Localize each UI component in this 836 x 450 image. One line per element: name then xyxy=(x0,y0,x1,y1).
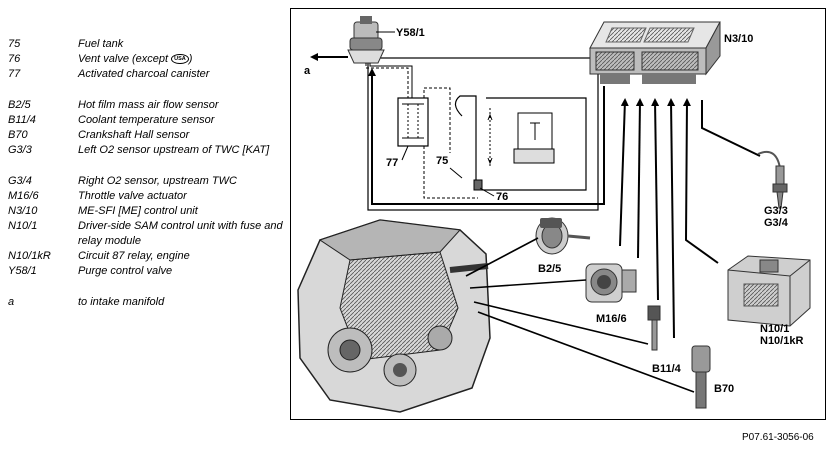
legend-text: Coolant temperature sensor xyxy=(78,114,215,126)
legend-text: Purge control valve xyxy=(78,265,173,277)
vent-valve-76 xyxy=(473,179,483,191)
throttle-actuator-m16-6 xyxy=(585,263,637,303)
engine-illustration xyxy=(297,219,491,413)
leader-75 xyxy=(449,167,463,179)
legend-code: B11/4 xyxy=(8,114,36,126)
coolant-sensor-b11-4 xyxy=(647,305,661,351)
legend-code: N10/1 xyxy=(8,220,38,232)
leader-77 xyxy=(401,145,409,161)
legend-code: B2/5 xyxy=(8,99,31,111)
legend-text: Vent valve (except xyxy=(78,53,169,65)
charcoal-canister-77 xyxy=(397,97,429,147)
signal-lines xyxy=(368,68,761,339)
legend-text: Fuel tank xyxy=(78,38,124,50)
legend-code: 77 xyxy=(8,68,21,80)
legend-code: Y58/1 xyxy=(8,265,37,277)
sam-control-unit-n10-1 xyxy=(727,255,811,327)
legend-text: to intake manifold xyxy=(78,296,165,308)
legend-code: N3/10 xyxy=(8,205,38,217)
label-m16-6: M16/6 xyxy=(596,313,627,325)
legend-text-wrap: Vent valve (except USA) xyxy=(78,52,283,67)
legend-code: a xyxy=(8,296,15,308)
legend-code: B70 xyxy=(8,129,28,141)
legend-text: Circuit 87 relay, engine xyxy=(78,250,190,262)
label-b70: B70 xyxy=(714,383,734,395)
label-77: 77 xyxy=(386,157,398,169)
legend-text: Throttle valve actuator xyxy=(78,190,187,202)
label-a: a xyxy=(304,65,311,77)
legend-text: Driver-side SAM control unit with fuse a… xyxy=(78,220,283,247)
label-g3-3: G3/3 xyxy=(764,205,788,217)
legend-text: Crankshaft Hall sensor xyxy=(78,129,190,141)
control-unit-n3-10 xyxy=(589,21,721,84)
label-76: 76 xyxy=(496,191,508,203)
legend-text: ME-SFI [ME] control unit xyxy=(78,205,198,217)
label-n10-1: N10/1 xyxy=(760,323,789,335)
figure-reference: P07.61-3056-06 xyxy=(742,432,814,443)
label-b2-5: B2/5 xyxy=(538,263,561,275)
legend-code: G3/3 xyxy=(8,144,32,156)
legend-code: N10/1kR xyxy=(8,250,51,262)
legend-text: Right O2 sensor, upstream TWC xyxy=(78,175,237,187)
label-n10-1kr: N10/1kR xyxy=(760,335,803,347)
legend-code: 76 xyxy=(8,53,21,65)
wiring-diagram: Y58/1 a N3/10 77 75 76 G3/3 G3/4 B2/5 M1… xyxy=(297,16,811,413)
label-b11-4: B11/4 xyxy=(652,363,682,375)
legend-code: M16/6 xyxy=(8,190,39,202)
label-g3-4: G3/4 xyxy=(764,217,789,229)
legend-text: Left O2 sensor upstream of TWC [KAT] xyxy=(78,144,270,156)
leader-76 xyxy=(479,187,495,197)
purge-valve-y58-1 xyxy=(347,16,385,64)
component-leaders xyxy=(465,237,695,393)
legend-text: Activated charcoal canister xyxy=(78,68,210,80)
maf-sensor-b2-5 xyxy=(535,217,591,255)
diagram-frame xyxy=(290,8,826,420)
legend-text: Hot film mass air flow sensor xyxy=(78,99,219,111)
legend-code: 75 xyxy=(8,38,21,50)
label-75: 75 xyxy=(436,155,448,167)
fuel-tank-75 xyxy=(454,95,587,191)
legend-text-suffix: ) xyxy=(188,53,193,65)
usa-badge: USA xyxy=(171,54,189,64)
label-n3-10: N3/10 xyxy=(724,33,753,45)
label-y58-1: Y58/1 xyxy=(396,27,425,39)
o2-sensor-g3 xyxy=(757,150,788,209)
crank-sensor-b70 xyxy=(691,345,711,409)
legend-code: G3/4 xyxy=(8,175,32,187)
